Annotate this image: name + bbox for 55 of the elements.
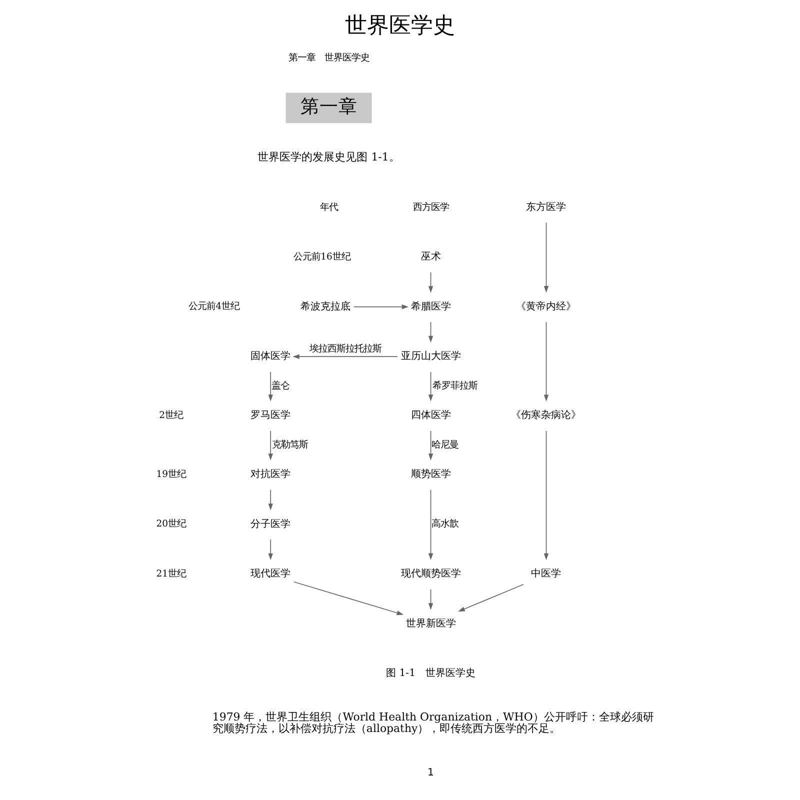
node-text: 现代顺势医学 [400, 568, 461, 580]
node-text: 《黄帝内经》 [516, 301, 576, 312]
arrow [428, 588, 434, 610]
label: 20世纪 [156, 518, 186, 530]
edge-label: 埃拉西斯拉托拉斯 [310, 343, 382, 354]
node-text: 罗马医学 [250, 410, 291, 422]
node-text: 固体医学 [250, 351, 291, 362]
node-text: 希腊医学 [410, 301, 451, 312]
node-text: 对抗医学 [250, 469, 291, 480]
label: 21世纪 [156, 568, 186, 580]
arrow [428, 489, 434, 560]
node-text: 巫术 [420, 252, 441, 263]
arrow [293, 581, 404, 616]
arrow [428, 430, 434, 460]
label: 19世纪 [156, 468, 186, 480]
caption: 图 1-1 世界医学史 [386, 668, 476, 680]
arrow [544, 222, 549, 293]
label: 公元前16世纪 [294, 251, 350, 262]
node-text: 分子医学 [250, 518, 291, 530]
edge-label: 希罗菲拉斯 [432, 380, 478, 392]
label: 2世纪 [159, 410, 184, 421]
label: 第一章 世界医学史 [288, 52, 370, 64]
arrow [268, 371, 273, 402]
label: 1 [428, 768, 434, 779]
node-text: 世界新医学 [406, 618, 456, 630]
arrow [458, 584, 524, 612]
node-text: 希波克拉底 [300, 301, 350, 312]
edge-label: 克勒笃斯 [272, 439, 308, 450]
node-text: 四体医学 [410, 410, 451, 422]
label: 世界医学的发展史见图 1-1。 [258, 150, 400, 164]
node-text: 东方医学 [526, 202, 566, 213]
node-text: 现代医学 [250, 568, 291, 580]
node-text: 《伤寒杂病论》 [511, 410, 582, 422]
edge-label: 高水歆 [432, 518, 459, 530]
node-text: 亚历山大医学 [400, 351, 461, 362]
arrow [292, 354, 398, 359]
label: 1979 年，世界卫生组织（World Health Organization，WHO）公开呼吁：全球必须研究顺势疗法，以补偿对抗疗法（allopathy），即传统西方医学的不足。 [212, 710, 654, 736]
arrow [353, 304, 409, 310]
arrow [268, 539, 273, 560]
label: 西方医学 [412, 202, 449, 213]
arrow [544, 322, 549, 402]
node-text: 中医学 [531, 568, 562, 580]
arrow [544, 430, 549, 560]
edge-label: 盖仑 [271, 380, 290, 392]
arrow [268, 489, 273, 510]
diagram-title: 世界医学史 [345, 14, 455, 39]
label: 年代 [320, 202, 338, 213]
arrow [268, 430, 273, 460]
label: 第一章 [300, 96, 358, 118]
edge-label: 哈尼曼 [432, 439, 459, 450]
arrow [428, 371, 434, 402]
arrow [428, 322, 434, 343]
arrow [428, 272, 434, 293]
node-text: 顺势医学 [410, 469, 451, 480]
label: 公元前4世纪 [188, 301, 240, 312]
